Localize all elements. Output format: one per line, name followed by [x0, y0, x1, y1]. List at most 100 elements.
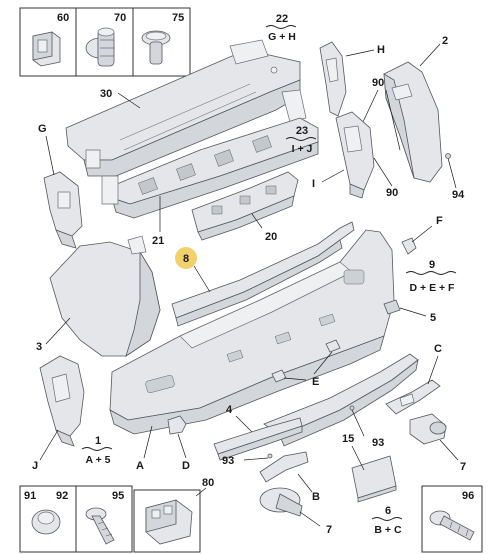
label-5: 5	[430, 312, 436, 324]
bolt-95-icon	[85, 507, 115, 545]
hardware-box-bottom-left: 91 92 95	[19, 485, 133, 553]
leader-3	[45, 317, 71, 345]
leader-i	[321, 169, 345, 183]
leader-5	[399, 307, 427, 317]
label-90-bottom: 90	[386, 187, 398, 199]
screw-96-icon	[429, 510, 475, 541]
callout-22-number: 22	[276, 13, 288, 25]
rivet-75-icon	[141, 30, 171, 65]
panel-2	[383, 61, 443, 183]
label-7-bottom: 7	[326, 524, 332, 536]
leader-2	[419, 43, 441, 67]
callout-6-number: 6	[385, 505, 391, 517]
callout-22-parts: G + H	[268, 31, 296, 43]
part-96-label: 96	[462, 490, 474, 502]
bracket-h	[319, 41, 347, 117]
leader-93-left	[243, 457, 269, 461]
label-j: J	[32, 460, 38, 472]
trim-strip-8	[171, 221, 355, 327]
callout-1: 1 A + 5	[81, 435, 113, 466]
leader-80	[195, 487, 207, 497]
leader-b	[297, 473, 313, 493]
leader-90-top-b	[385, 89, 401, 151]
leader-d	[177, 433, 187, 459]
callout-9-number: 9	[429, 259, 435, 271]
label-93-right: 93	[372, 437, 384, 449]
clip-60-icon	[32, 31, 61, 67]
bracket-c	[385, 379, 441, 415]
leader-h	[345, 49, 375, 57]
leader-4	[235, 415, 253, 433]
label-h: H	[377, 44, 385, 56]
label-d: D	[182, 460, 190, 472]
leader-a	[143, 425, 153, 459]
leader-j	[39, 429, 59, 461]
callout-6: 6 B + C	[371, 505, 403, 536]
leader-90-bottom	[373, 157, 393, 187]
part-92-label: 92	[56, 490, 68, 502]
leader-90-top	[361, 89, 379, 125]
clip-80-icon	[145, 499, 193, 545]
highlight-circle	[175, 247, 197, 269]
rear-beam-30	[65, 39, 307, 177]
callout-23-parts: I + J	[292, 143, 313, 155]
sensor-7-bottom	[259, 487, 303, 517]
part-91-label: 91	[24, 490, 36, 502]
leader-f	[411, 225, 433, 243]
side-cover-3	[49, 235, 161, 357]
label-90-top: 90	[372, 77, 384, 89]
callout-9-parts: D + E + F	[410, 282, 456, 294]
part-80-label: 80	[202, 477, 214, 489]
bracket-b	[259, 451, 309, 483]
label-2: 2	[442, 35, 448, 47]
callout-1-parts: A + 5	[86, 454, 111, 466]
hardware-box-top: 60 70 75	[19, 7, 191, 77]
hardware-box-96: 96	[421, 485, 483, 553]
callout-9: 9 D + E + F	[405, 259, 457, 294]
label-b: B	[312, 491, 320, 503]
sensor-7-right	[409, 413, 447, 445]
bracket-g	[43, 171, 83, 249]
absorber-20	[191, 171, 299, 241]
nut-70-icon	[85, 27, 115, 67]
label-8: 8	[183, 253, 189, 265]
part-60-label: 60	[57, 12, 69, 24]
bumper-cover	[109, 229, 395, 435]
leader-94	[447, 157, 457, 189]
label-15: 15	[342, 433, 354, 445]
label-4: 4	[226, 404, 233, 416]
bracket-j	[39, 355, 85, 447]
label-i: I	[312, 178, 315, 190]
plate-15	[351, 455, 397, 503]
label-c: C	[434, 343, 442, 355]
label-f: F	[436, 215, 443, 227]
leader-g	[45, 135, 55, 176]
leader-7-bottom	[299, 511, 321, 527]
leader-e-1	[313, 351, 333, 375]
label-30: 30	[100, 88, 112, 100]
leader-20	[251, 213, 263, 229]
strip-4	[213, 417, 303, 461]
part-75-label: 75	[172, 12, 184, 24]
highlight-callout-8: 8	[175, 247, 197, 269]
hardware-box-80: 80	[133, 477, 214, 553]
part-95-label: 95	[112, 490, 124, 502]
leader-e-2	[283, 377, 307, 381]
callout-22: 22 G + H	[265, 13, 297, 43]
leader-93-right	[351, 409, 365, 437]
leader-c	[427, 355, 439, 385]
absorber-21	[101, 117, 319, 219]
callout-6-parts: B + C	[374, 524, 402, 536]
label-7-right: 7	[460, 461, 466, 473]
label-e: E	[312, 376, 319, 388]
leader-15	[351, 445, 365, 471]
part-70-label: 70	[114, 12, 126, 24]
label-94: 94	[452, 189, 465, 201]
callout-23: 23 I + J	[285, 125, 317, 155]
label-g: G	[38, 123, 47, 135]
leader-8	[193, 265, 211, 293]
label-21: 21	[152, 235, 164, 247]
bracket-i	[335, 111, 375, 199]
